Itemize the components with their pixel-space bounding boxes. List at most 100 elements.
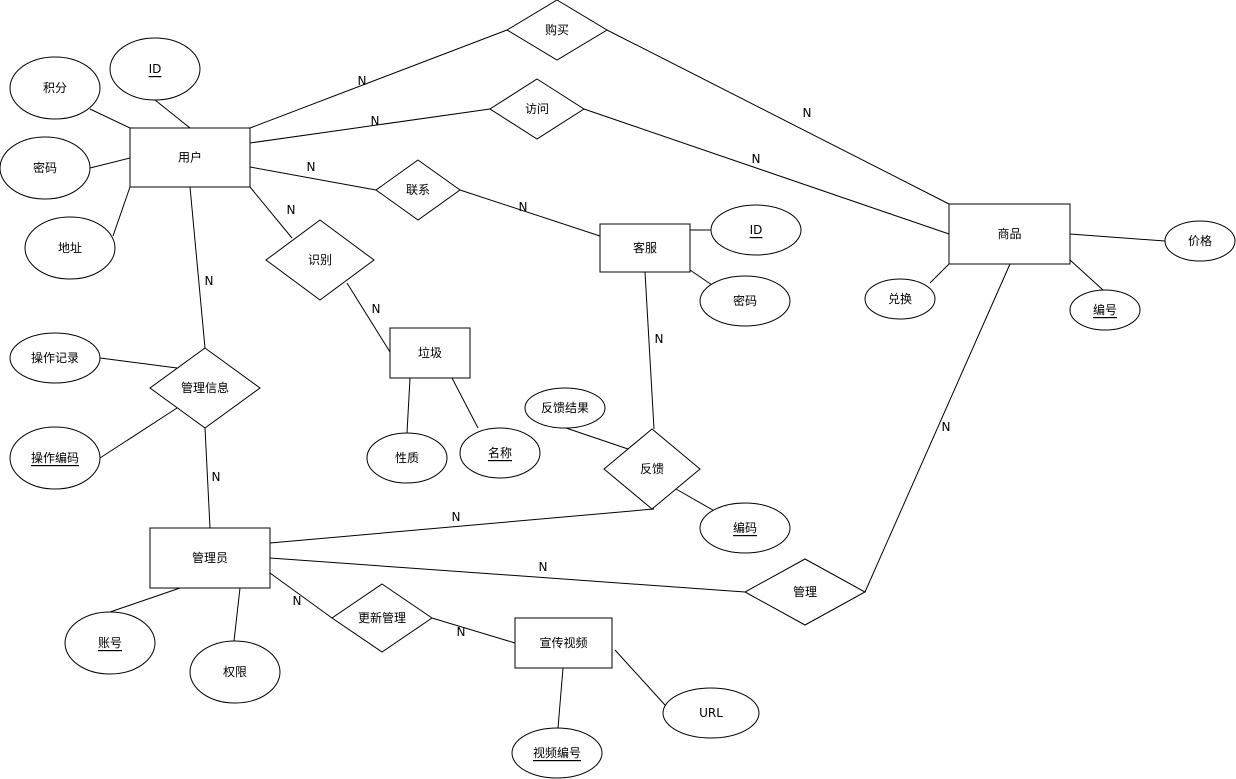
attribute-ellipse — [459, 427, 541, 479]
key-attribute-label: 编码 — [733, 520, 757, 535]
connector-line-4 — [583, 108, 950, 235]
entity-box — [599, 223, 691, 273]
attribute-permission[interactable]: 权限 — [189, 640, 281, 704]
attribute-ellipse — [511, 727, 603, 779]
attribute-ellipse — [64, 611, 156, 675]
connector-line-30 — [565, 427, 629, 450]
relationship-manage_info[interactable]: 管理信息 — [149, 347, 261, 429]
attribute-ellipse — [189, 640, 281, 704]
attribute-label: 性质 — [395, 451, 419, 465]
attribute-ellipse — [9, 56, 101, 120]
attribute-name[interactable]: 名称 — [459, 427, 541, 479]
entity-service[interactable]: 客服 — [599, 223, 691, 273]
attribute-ellipse — [699, 275, 791, 327]
entity-box — [389, 327, 471, 379]
connector-line-12 — [269, 508, 655, 544]
cardinality-label: N — [205, 274, 214, 288]
entity-user[interactable]: 用户 — [129, 127, 251, 188]
relationship-update_manage[interactable]: 更新管理 — [331, 583, 433, 653]
attribute-ellipse — [9, 332, 101, 384]
attribute-ellipse — [524, 387, 606, 429]
connector-line-19 — [89, 157, 131, 169]
connector-line-32 — [109, 587, 181, 613]
attribute-ellipse — [864, 278, 936, 320]
attribute-label: 密码 — [733, 293, 757, 308]
attribute-exchange[interactable]: 兑换 — [864, 278, 936, 320]
attribute-label: 地址 — [58, 241, 82, 255]
attribute-url[interactable]: URL — [662, 687, 760, 739]
connector-line-5 — [249, 166, 377, 191]
key-attribute-label: 视频编号 — [533, 745, 581, 760]
relationship-diamond — [603, 428, 701, 510]
cardinality-label: N — [371, 114, 380, 128]
cardinality-label: N — [452, 510, 461, 524]
relationship-diamond — [375, 159, 461, 221]
attribute-points[interactable]: 积分 — [9, 56, 101, 120]
attribute-ellipse — [710, 204, 802, 256]
relationship-buy[interactable]: 购买 — [506, 0, 608, 61]
cardinality-label: N — [457, 625, 466, 639]
key-attribute-label: 编号 — [1093, 302, 1117, 317]
connector-line-11 — [644, 271, 655, 430]
entity-admin[interactable]: 管理员 — [149, 527, 271, 589]
attribute-op_record[interactable]: 操作记录 — [9, 332, 101, 384]
cardinality-label: N — [803, 106, 812, 120]
attribute-user_pwd[interactable]: 密码 — [0, 136, 91, 200]
connector-line-35 — [614, 649, 666, 706]
entity-video[interactable]: 宣传视频 — [514, 617, 613, 669]
cardinality-label: N — [293, 594, 302, 608]
cardinality-label: N — [539, 560, 548, 574]
key-attribute-label: ID — [750, 223, 763, 237]
attribute-nature[interactable]: 性质 — [366, 432, 448, 484]
connector-line-33 — [233, 587, 241, 642]
attribute-label: 反馈结果 — [541, 401, 589, 415]
relationship-label: 反馈 — [640, 462, 664, 476]
attribute-fb_code[interactable]: 编码 — [699, 502, 791, 554]
attribute-price[interactable]: 价格 — [1164, 220, 1236, 262]
attribute-fb_result[interactable]: 反馈结果 — [524, 387, 606, 429]
relationship-diamond — [331, 583, 433, 653]
attribute-video_no[interactable]: 视频编号 — [511, 727, 603, 779]
connector-line-31 — [675, 488, 719, 514]
connector-line-6 — [459, 189, 601, 237]
relationship-identify[interactable]: 识别 — [265, 219, 375, 301]
connector-line-7 — [249, 186, 293, 239]
attribute-service_id[interactable]: ID — [710, 204, 802, 256]
relationship-visit[interactable]: 访问 — [489, 78, 585, 140]
connector-line-17 — [154, 99, 191, 129]
cardinality-label: N — [287, 203, 296, 217]
key-attribute-label: 名称 — [488, 445, 512, 460]
attribute-address[interactable]: 地址 — [24, 216, 116, 280]
attribute-label: 权限 — [223, 665, 247, 679]
relationship-label: 购买 — [545, 22, 569, 37]
relationship-contact[interactable]: 联系 — [375, 159, 461, 221]
attribute-service_pwd[interactable]: 密码 — [699, 275, 791, 327]
attribute-label: 价格 — [1188, 233, 1212, 248]
cardinality-label: N — [942, 420, 951, 434]
entity-product[interactable]: 商品 — [948, 203, 1071, 265]
connector-line-25 — [1069, 259, 1104, 291]
connector-line-2 — [606, 29, 950, 205]
relationship-manage[interactable]: 管理 — [743, 558, 867, 626]
relationship-feedback[interactable]: 反馈 — [603, 428, 701, 510]
attribute-product_no[interactable]: 编号 — [1069, 289, 1141, 331]
cardinality-label: N — [752, 152, 761, 166]
connector-line-22 — [689, 269, 713, 286]
connector-line-1 — [249, 29, 508, 129]
entity-garbage[interactable]: 垃圾 — [389, 327, 471, 379]
attribute-ellipse — [24, 216, 116, 280]
attribute-account[interactable]: 账号 — [64, 611, 156, 675]
attribute-ellipse — [366, 432, 448, 484]
connector-line-13 — [269, 557, 746, 593]
cardinality-label: N — [307, 160, 316, 174]
connector-line-3 — [249, 108, 491, 144]
cardinality-label: N — [519, 200, 528, 214]
attribute-label: URL — [699, 706, 723, 720]
connector-layer — [89, 29, 1166, 729]
key-attribute-label: 操作编码 — [31, 450, 79, 465]
attribute-user_id[interactable]: ID — [109, 37, 201, 101]
relationship-diamond — [506, 0, 608, 61]
attribute-op_code[interactable]: 操作编码 — [9, 426, 101, 490]
entity-box — [514, 617, 613, 669]
